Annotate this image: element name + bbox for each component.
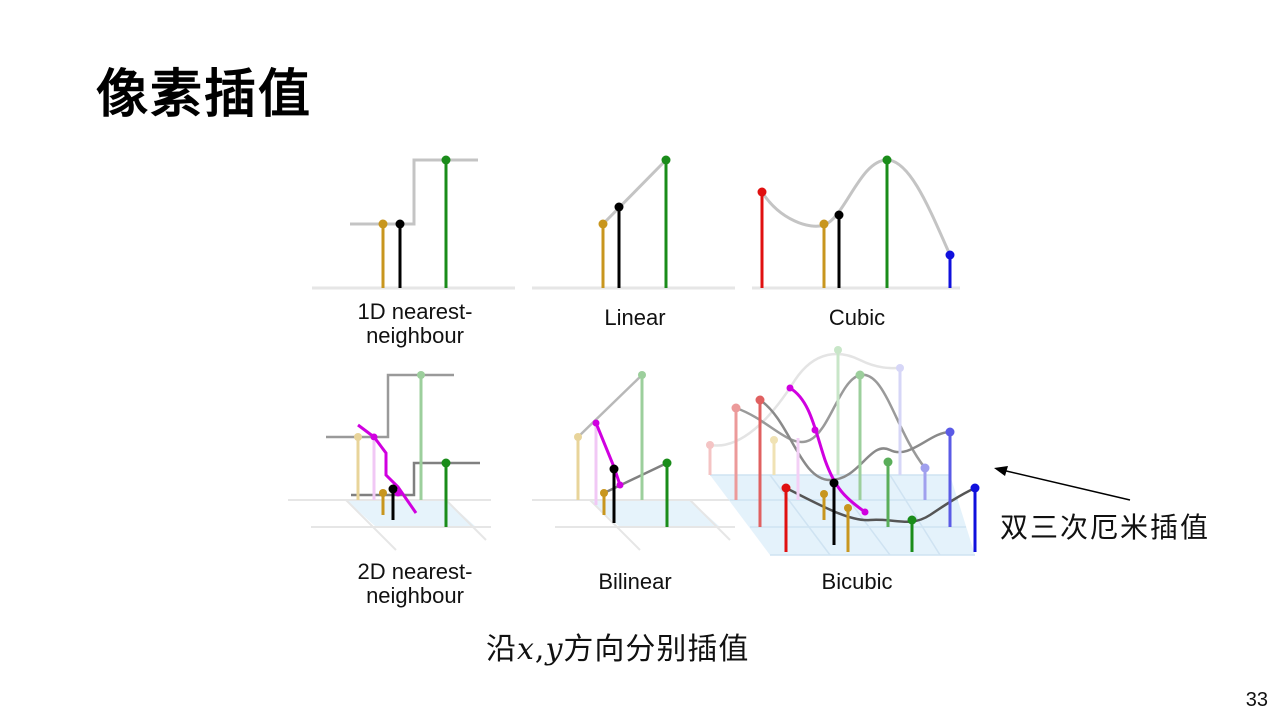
bottom-x: x <box>517 632 535 667</box>
diagram-linear <box>532 155 735 290</box>
diagram-1d-nearest <box>312 155 515 290</box>
point-black <box>395 219 405 229</box>
caption-bicubic: Bicubic <box>821 569 893 594</box>
point-black <box>388 484 398 494</box>
point-black <box>829 478 839 488</box>
interp-path <box>789 386 866 514</box>
bottom-y: y <box>545 632 564 667</box>
bicubic-hermite-label: 双三次厄米插值 <box>1000 511 1211 544</box>
point-green <box>661 155 671 165</box>
point-gold <box>378 219 388 229</box>
bottom-sep: , <box>534 632 546 667</box>
diagram-bilinear <box>532 371 735 551</box>
pointer-arrow <box>994 466 1131 501</box>
step-curve <box>350 158 478 226</box>
caption-bilinear: Bilinear <box>598 569 672 594</box>
point-blue <box>945 250 955 260</box>
point-green <box>441 155 451 165</box>
caption-2d-line1: 2D nearest- <box>357 559 473 584</box>
caption-2d-line2: neighbour <box>366 583 464 608</box>
point-green <box>882 155 892 165</box>
point-black <box>614 202 624 212</box>
slide-title: 像素插值 <box>96 65 313 125</box>
point-red <box>757 187 767 197</box>
point-gold <box>598 219 608 229</box>
caption-1d-nearest: 1D nearest- neighbour <box>330 300 500 348</box>
linear-segment <box>601 158 668 226</box>
page-number: 33 <box>1245 689 1268 711</box>
caption-1d-line2: neighbour <box>366 323 464 348</box>
grid-plane <box>346 500 476 527</box>
caption-2d-nearest: 2D nearest- neighbour <box>330 560 500 608</box>
interp-path <box>594 422 622 486</box>
bottom-suffix: 方向分别插值 <box>563 632 750 667</box>
caption-cubic: Cubic <box>828 305 886 330</box>
point-gold <box>819 219 829 229</box>
diagram-2d-nearest <box>288 371 491 551</box>
point-black <box>609 464 619 474</box>
bottom-note: 沿x,y方向分别插值 <box>486 624 749 668</box>
caption-linear: Linear <box>604 305 666 330</box>
cubic-curve <box>760 158 952 256</box>
grid-plane <box>590 500 720 527</box>
front-step <box>351 461 480 497</box>
caption-1d-line1: 1D nearest- <box>357 299 473 324</box>
diagram-cubic <box>752 155 960 290</box>
bottom-prefix: 沿 <box>486 632 517 667</box>
point-black <box>834 210 844 220</box>
back-step <box>326 373 454 439</box>
back-segment <box>577 374 643 438</box>
diagram-bicubic <box>706 346 980 556</box>
